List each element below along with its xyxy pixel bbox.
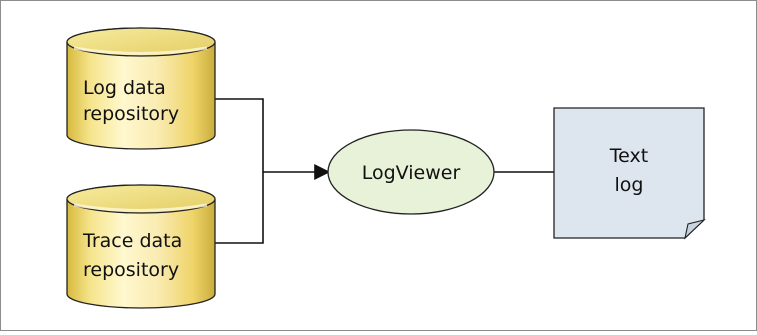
trace-data-repository: Trace data repository <box>66 184 216 309</box>
log-data-repository-line2: repository <box>83 103 179 125</box>
trace-data-repository-line2: repository <box>83 259 179 281</box>
connector-lines <box>215 98 554 244</box>
text-log-document: Text log <box>553 107 706 240</box>
text-log-line2: log <box>615 174 644 196</box>
log-data-repository-highlight <box>73 46 208 55</box>
text-log-line1: Text <box>609 145 648 167</box>
trace-data-repository-line1: Trace data <box>82 230 182 252</box>
text-log-document-fold <box>684 218 706 240</box>
log-data-repository-line1: Log data <box>83 77 166 99</box>
logviewer-label: LogViewer <box>362 162 461 184</box>
trace-data-repository-highlight <box>73 203 208 212</box>
logviewer-node: LogViewer <box>327 129 495 215</box>
log-data-repository: Log data repository <box>66 27 216 150</box>
trace-data-repository-cylinder-top <box>66 184 216 214</box>
log-data-repository-cylinder-top <box>66 27 216 57</box>
repository-bracket-connector <box>215 98 264 244</box>
logviewer-ellipse <box>327 129 495 215</box>
text-log-document-page <box>553 107 705 239</box>
